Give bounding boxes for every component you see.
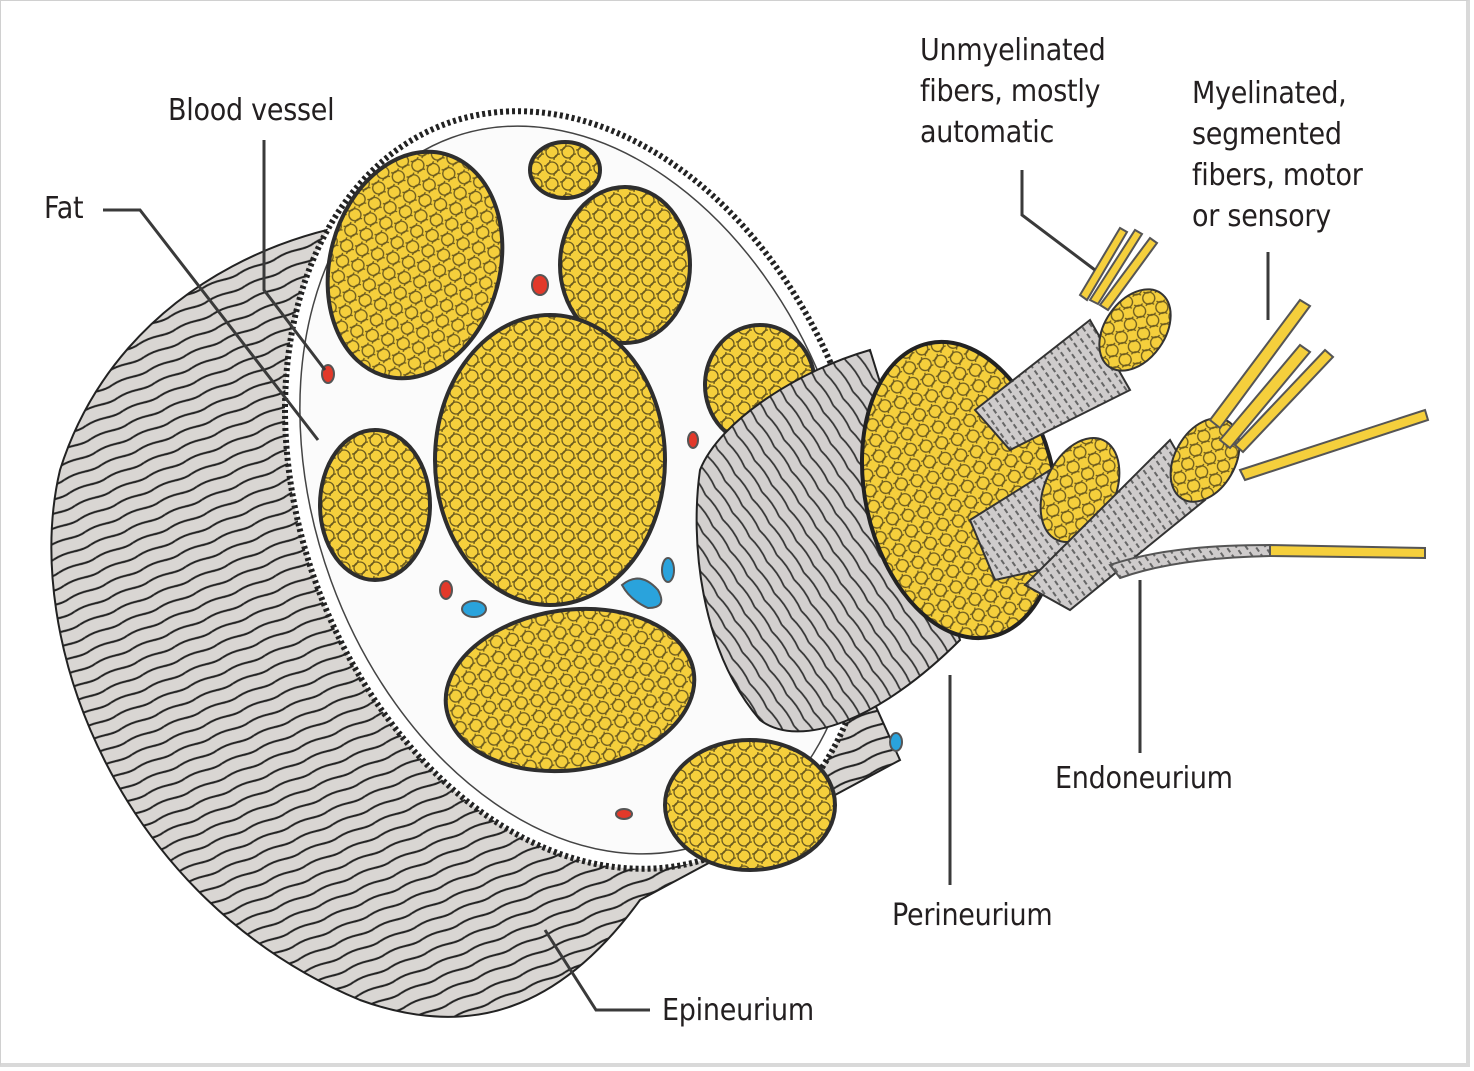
label-myelinated-fibers: Myelinated, segmented fibers, motor or s… [1192, 76, 1363, 234]
label-epineurium: Epineurium [662, 993, 814, 1028]
leader-lines [103, 140, 1270, 1012]
leader-fat [103, 208, 320, 441]
artery [615, 808, 633, 820]
fiber-bundles [968, 288, 1241, 612]
myelinated-fibers [1108, 298, 1430, 580]
artery [531, 274, 549, 296]
artery [439, 580, 453, 600]
fiber-bundle [1098, 288, 1172, 372]
unmyelinated-fibers [1078, 226, 1159, 312]
vein [620, 577, 663, 610]
fascicle [433, 313, 667, 607]
leader-blood-vessel [262, 140, 327, 371]
fascicle [528, 140, 602, 200]
label-blood-vessel: Blood vessel [168, 93, 335, 128]
label-endoneurium: Endoneurium [1055, 761, 1233, 796]
label-unmyelinated-fibers: Unmyelinated fibers, mostly automatic [920, 33, 1106, 150]
blood-vessels [321, 274, 903, 820]
label-perineurium: Perineurium [892, 898, 1053, 933]
vein [889, 732, 903, 752]
leader-unmyelinated [1020, 170, 1096, 272]
vein [461, 600, 487, 618]
leader-epineurium [543, 929, 650, 1012]
fascicle [663, 738, 837, 872]
fascicle [558, 185, 692, 345]
endoneurium-sheath [973, 318, 1132, 452]
fascicle [325, 149, 505, 381]
vein [661, 557, 675, 583]
fascicle [443, 606, 697, 774]
fascicle [318, 428, 432, 582]
label-fat: Fat [44, 191, 84, 226]
artery [687, 431, 699, 449]
fascicles [318, 140, 837, 872]
